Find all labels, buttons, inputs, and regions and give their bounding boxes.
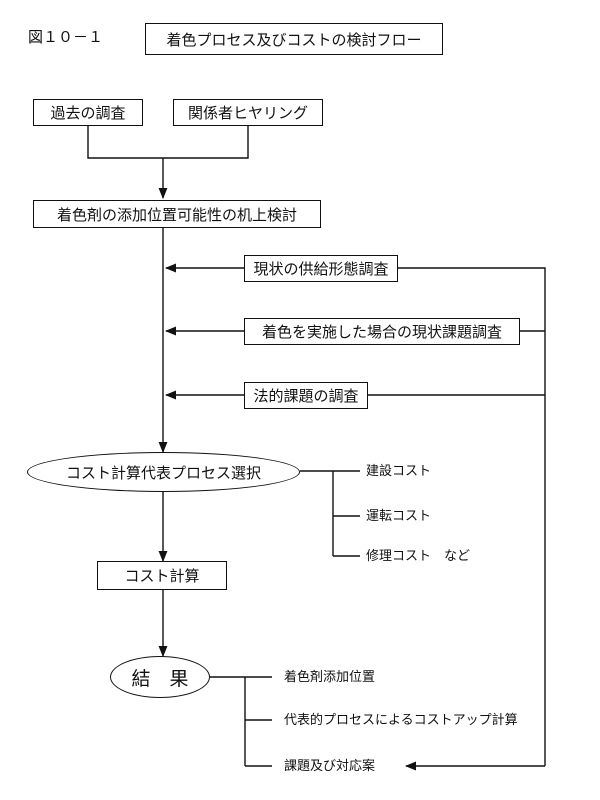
process-cost-item: 建設コスト: [366, 464, 432, 479]
merge-line: [87, 126, 249, 159]
node-stakeholder-hearing: 関係者ヒヤリング: [173, 99, 323, 126]
node-result: 結 果: [110, 656, 210, 698]
node-supply-form-survey: 現状の供給形態調査: [244, 255, 398, 282]
figure-label: 図１０－１: [28, 28, 104, 46]
diagram-title: 着色プロセス及びコストの検討フロー: [145, 23, 443, 55]
node-legal-survey: 法的課題の調査: [244, 382, 368, 409]
node-past-survey: 過去の調査: [33, 99, 143, 126]
node-process-selection: コスト計算代表プロセス選択: [27, 452, 300, 492]
node-cost-calc: コスト計算: [97, 561, 227, 590]
result-item: 着色剤添加位置: [284, 670, 376, 685]
node-desk-study: 着色剤の添加位置可能性の机上検討: [33, 200, 321, 228]
result-item: 課題及び対応案: [284, 759, 376, 774]
process-cost-item: 修理コスト など: [366, 549, 471, 564]
right-feedback-line: [398, 267, 546, 766]
node-issue-survey: 着色を実施した場合の現状課題調査: [244, 318, 520, 345]
result-item: 代表的プロセスによるコストアップ計算: [284, 713, 518, 728]
process-cost-item: 運転コスト: [366, 509, 432, 524]
